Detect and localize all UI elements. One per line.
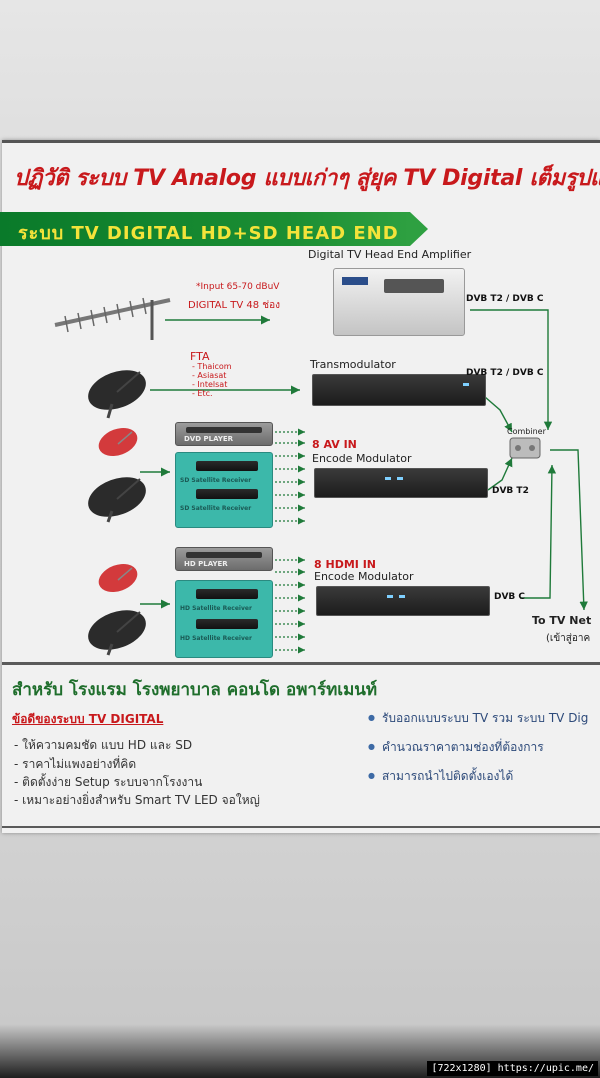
to-tv-line2: (เข้าสู่อาค xyxy=(546,633,591,644)
satellite-dish-icon-hdmi xyxy=(88,610,146,656)
dvb-label-transmodulator: DVB T2 / DVB C xyxy=(466,368,544,378)
advantage-right-0: รับออกแบบระบบ TV รวม ระบบ TV Dig xyxy=(368,709,588,728)
hd-receiver-label-1: HD Satellite Receiver xyxy=(180,605,252,612)
target-customers-heading: สำหรับ โรงแรม โรงพยาบาล คอนโด อพาร์ทเมนท… xyxy=(12,680,378,700)
combiner-icon xyxy=(509,437,541,459)
transmodulator-title: Transmodulator xyxy=(310,358,396,371)
dvd-player: DVD PLAYER xyxy=(175,422,273,446)
combiner-label: Combiner xyxy=(507,427,546,436)
dvb-label-av: DVB T2 xyxy=(492,486,529,496)
fta-item-0: - Thaicom xyxy=(192,362,232,371)
sd-receiver-box: SD Satellite Receiver SD Satellite Recei… xyxy=(175,452,273,528)
fta-title: FTA xyxy=(190,350,210,363)
sd-receiver-label-1: SD Satellite Receiver xyxy=(180,477,252,484)
red-dish-icon-av xyxy=(98,427,138,457)
hdmi-encode-modulator xyxy=(316,586,490,616)
poster-bottom-edge xyxy=(2,826,600,828)
amplifier-input-line2: DIGITAL TV 48 ช่อง xyxy=(188,300,280,311)
fta-item-1: - Asiasat xyxy=(192,371,227,380)
hdmi-encode-title: Encode Modulator xyxy=(314,570,414,583)
av-count: 8 AV IN xyxy=(312,438,357,451)
amplifier-title: Digital TV Head End Amplifier xyxy=(308,248,472,261)
red-dish-icon-hdmi xyxy=(98,563,138,593)
advantage-left-1: - ราคาไม่แพงอย่างที่คิด xyxy=(14,757,137,771)
output-lines xyxy=(470,309,588,611)
headend-banner-text: ระบบ TV DIGITAL HD+SD HEAD END xyxy=(18,223,399,244)
av-encode-title: Encode Modulator xyxy=(312,452,412,465)
head-end-amplifier xyxy=(333,268,465,336)
advantage-left-2: - ติดตั้งง่าย Setup ระบบจากโรงงาน xyxy=(14,775,203,789)
transmodulator-device xyxy=(312,374,486,406)
dvb-label-amplifier: DVB T2 / DVB C xyxy=(466,294,544,304)
hd-player-label: HD PLAYER xyxy=(184,560,228,568)
amplifier-input-line1: *Input 65-70 dBuV xyxy=(196,282,280,292)
advantages-title: ข้อดีของระบบ TV DIGITAL xyxy=(12,712,164,726)
av-input-arrows xyxy=(275,428,305,525)
section-divider xyxy=(2,662,600,665)
advantage-left-3: - เหมาะอย่างยิ่งสำหรับ Smart TV LED จอให… xyxy=(14,793,260,807)
av-encode-modulator xyxy=(314,468,488,498)
hd-receiver-label-2: HD Satellite Receiver xyxy=(180,635,252,642)
hdmi-input-arrows xyxy=(275,556,305,654)
satellite-dish-icon-fta xyxy=(88,370,146,419)
headend-banner: ระบบ TV DIGITAL HD+SD HEAD END xyxy=(0,212,428,246)
to-tv-line1: To TV Net xyxy=(532,614,592,627)
advantage-right-2: สามารถนำไปติดตั้งเองได้ xyxy=(368,767,513,786)
hd-player: HD PLAYER xyxy=(175,547,273,571)
fta-item-2: - Intelsat xyxy=(192,380,228,389)
antenna-icon xyxy=(54,297,171,340)
dvb-label-hdmi: DVB C xyxy=(494,592,526,602)
satellite-dish-icon-av xyxy=(88,477,146,523)
fta-item-3: - Etc. xyxy=(192,389,213,398)
headline: ปฏิวัติ ระบบ TV Analog แบบเก่าๆ สู่ยุค T… xyxy=(14,166,600,191)
hdmi-count: 8 HDMI IN xyxy=(314,558,376,571)
watermark: [722x1280] https://upic.me/ xyxy=(427,1061,598,1076)
sd-receiver-label-2: SD Satellite Receiver xyxy=(180,505,252,512)
hd-receiver-box: HD Satellite Receiver HD Satellite Recei… xyxy=(175,580,273,658)
advantage-left-0: - ให้ความคมชัด แบบ HD และ SD xyxy=(14,738,193,752)
advantage-right-1: คำนวณราคาตามช่องที่ต้องการ xyxy=(368,738,544,757)
dvd-player-label: DVD PLAYER xyxy=(184,435,234,443)
